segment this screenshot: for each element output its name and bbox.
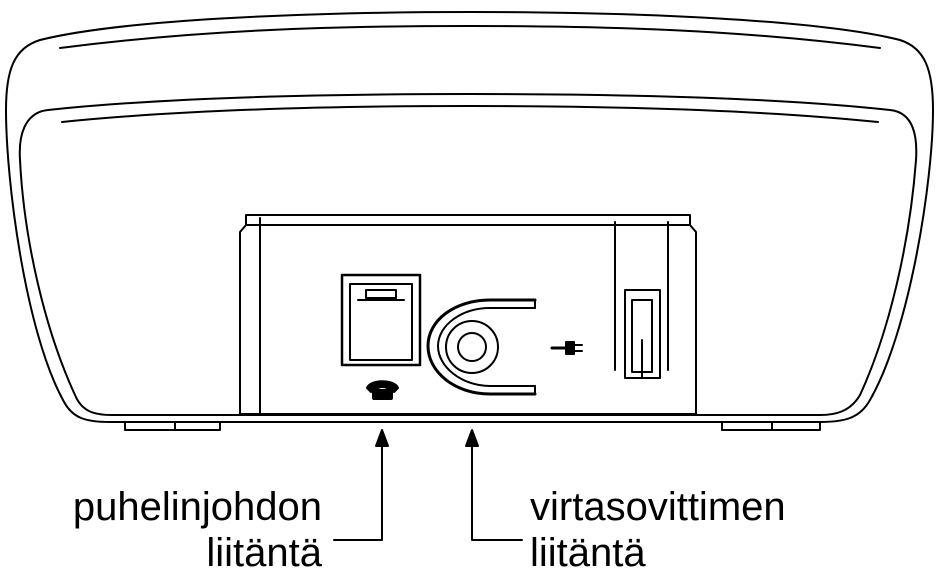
housing-top-ridge (59, 25, 881, 49)
plug-icon (550, 341, 583, 355)
foot-left (124, 421, 221, 431)
phone-port[interactable] (340, 273, 422, 367)
cable-clip (614, 221, 669, 379)
power-port-arrow (465, 429, 479, 447)
phone-jack-label: puhelinjohdon liitäntä (40, 484, 322, 576)
front-face-inner-line (61, 105, 879, 123)
power-jack-label: virtasovittimen liitäntä (530, 484, 786, 576)
power-jack-label-line2: liitäntä (530, 531, 646, 575)
foot-right (721, 421, 821, 431)
power-jack-label-line1: virtasovittimen (530, 485, 786, 529)
power-port[interactable] (426, 298, 537, 396)
phone-jack-label-line2: liitäntä (206, 531, 322, 575)
front-face-outline (18, 93, 918, 416)
phone-jack-label-line1: puhelinjohdon (72, 485, 322, 529)
phone-port-arrow (375, 429, 389, 447)
telephone-icon (366, 380, 399, 400)
connector-well (239, 214, 697, 415)
phone-port-leader (333, 439, 383, 541)
housing-outline (5, 11, 934, 423)
power-port-leader (471, 439, 523, 541)
